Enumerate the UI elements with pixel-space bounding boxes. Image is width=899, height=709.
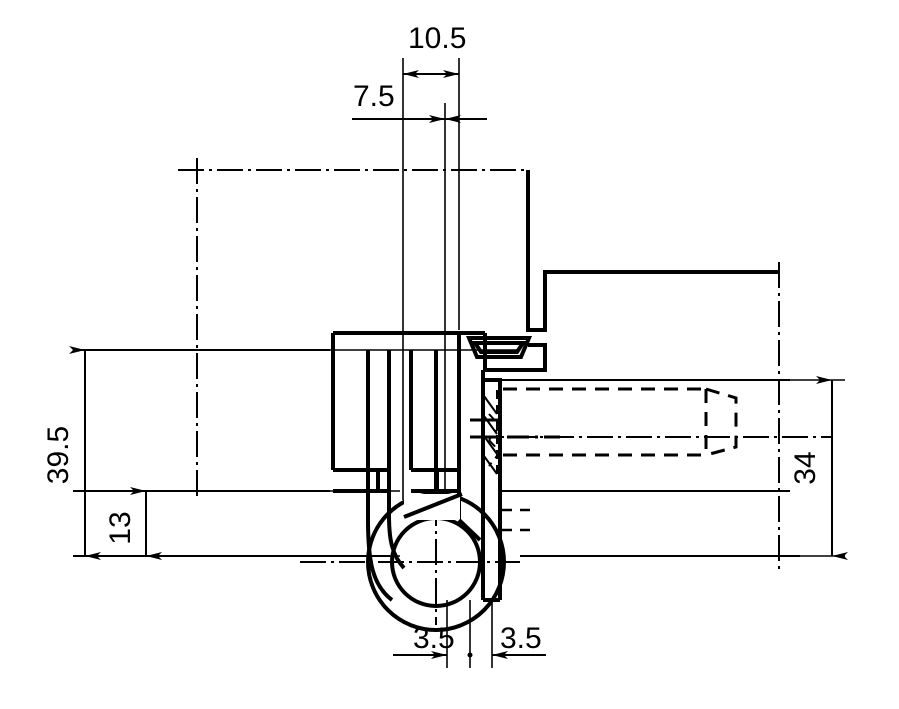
hinge-left-leaf <box>331 331 487 493</box>
hidden-screw-outline <box>503 387 738 457</box>
upper-frame-profile <box>483 170 779 372</box>
knuckle-arm-left-bend <box>366 519 394 602</box>
hatch-3 <box>483 435 498 455</box>
knuckle-arm-left-bend-inner <box>387 514 406 570</box>
ring-right-join <box>457 518 482 542</box>
door-step-profile <box>526 170 779 332</box>
frame-outlines <box>73 349 800 557</box>
boss-lower-hidden <box>500 508 530 532</box>
boss-hidden-edges <box>488 390 502 480</box>
centerlines <box>178 158 832 625</box>
screw-tip <box>705 387 738 457</box>
dim-origin-dot <box>467 652 473 658</box>
gasket-inner-trapezoid <box>471 341 527 354</box>
ring-merge-lines <box>403 492 482 542</box>
dim-label-7-5: 7.5 <box>353 80 395 113</box>
door-step-lower <box>483 343 547 372</box>
hinge-knuckle-arm <box>366 350 485 602</box>
dim-label-10-5: 10.5 <box>408 22 466 55</box>
right-frame-body <box>483 378 502 602</box>
dim-label-34: 34 <box>789 451 822 484</box>
dim-label-39-5: 39.5 <box>42 426 75 484</box>
section-hatching <box>483 395 498 475</box>
dim-label-3-5-left: 3.5 <box>413 622 455 655</box>
ring-tangent-cut <box>403 492 463 519</box>
screw-head-marks <box>470 418 500 439</box>
thread-chevron-1 <box>488 413 502 441</box>
dim-label-3-5-right: 3.5 <box>500 622 542 655</box>
hatch-1 <box>483 395 498 415</box>
dim-label-13: 13 <box>104 511 137 544</box>
gasket-outer-trapezoid <box>465 336 533 359</box>
boss-left-wall <box>483 378 502 600</box>
thread-chevron-2 <box>488 439 502 467</box>
dimension-lines <box>69 70 848 659</box>
seal-gasket-detail <box>465 336 533 359</box>
